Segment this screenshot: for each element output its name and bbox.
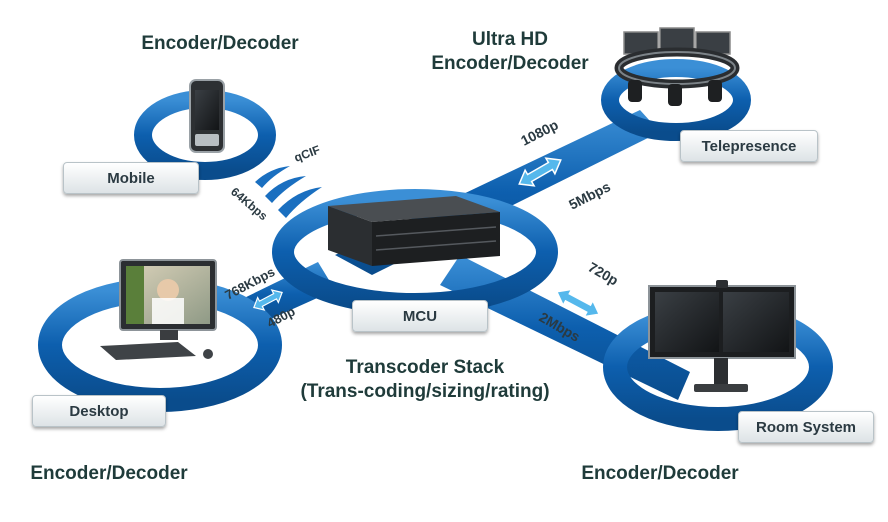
label-room-resolution: 720p	[586, 259, 622, 289]
arrow-telepresence	[518, 157, 562, 187]
room-role-heading: Encoder/Decoder	[581, 463, 739, 484]
center-title-line1: Transcoder Stack	[345, 357, 505, 378]
arrow-desktop	[253, 289, 283, 311]
telepresence-table-icon	[614, 27, 740, 106]
wireless-waves-icon	[255, 166, 322, 218]
label-mobile-bitrate: 64Kbps	[228, 185, 270, 224]
mcu-server-icon	[328, 196, 500, 266]
node-tag-desktop: Desktop	[32, 395, 166, 427]
center-title: Transcoder Stack (Trans-coding/sizing/ra…	[280, 356, 570, 404]
telepresence-title-line1: Ultra HD	[471, 29, 548, 50]
node-tag-room-system: Room System	[738, 411, 874, 443]
label-telepresence-bitrate: 5Mbps	[566, 178, 613, 212]
node-tag-mobile: Mobile	[63, 162, 199, 194]
arrows	[253, 157, 601, 318]
ring-telepresence	[601, 59, 751, 141]
room-system-monitors-icon	[648, 280, 796, 392]
label-telepresence-resolution: 1080p	[518, 116, 561, 148]
desktop-computer-icon	[100, 259, 217, 360]
node-tag-telepresence: Telepresence	[680, 130, 818, 162]
arrow-room-system	[555, 288, 601, 318]
mobile-role-heading: Encoder/Decoder	[141, 33, 299, 54]
mobile-phone-icon	[189, 79, 225, 153]
node-tag-mcu: MCU	[352, 300, 488, 332]
telepresence-title-line2: Encoder/Decoder	[431, 53, 589, 74]
label-mobile-resolution: qCIF	[292, 143, 322, 165]
desktop-role-heading: Encoder/Decoder	[30, 463, 188, 484]
telepresence-title: Ultra HD Encoder/Decoder	[400, 28, 620, 76]
center-title-line2: (Trans-coding/sizing/rating)	[300, 381, 550, 402]
